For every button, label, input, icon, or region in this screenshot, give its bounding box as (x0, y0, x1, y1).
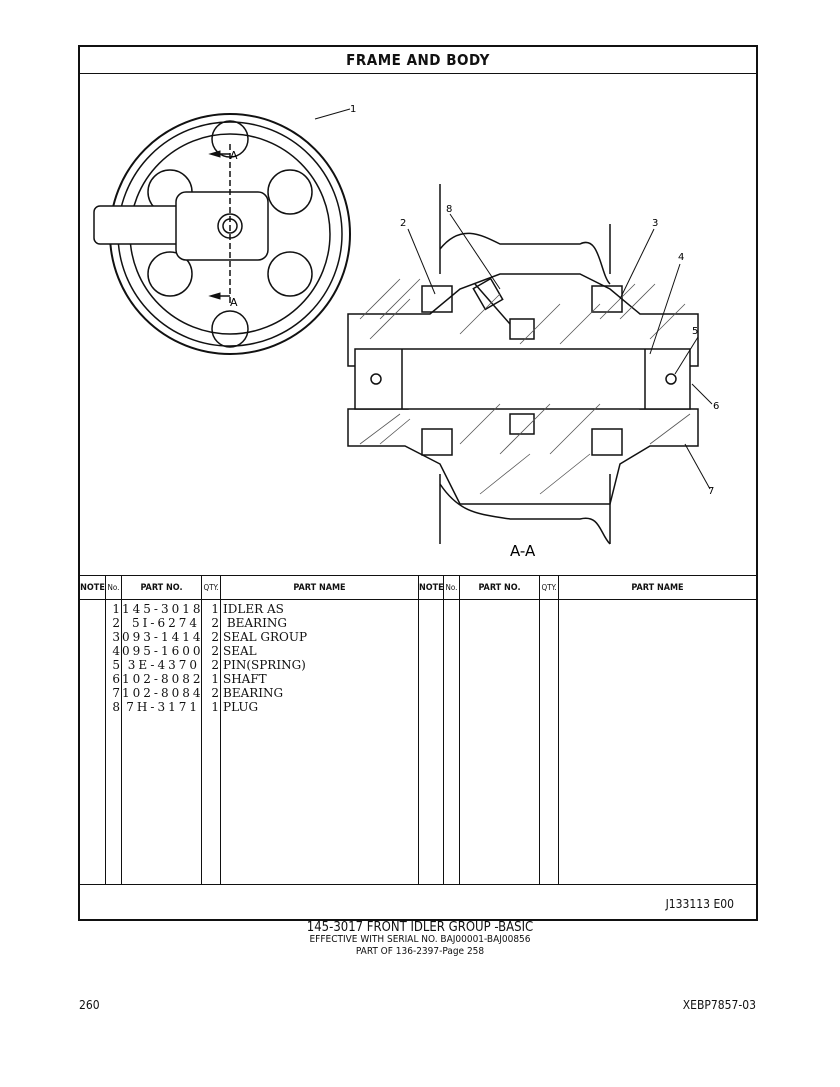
section-title: FRAME AND BODY (80, 47, 756, 74)
quantity: 1 (211, 602, 219, 616)
parent-reference: PART OF 136-2397-Page 258 (355, 946, 485, 957)
quantity: 2 (211, 630, 219, 644)
part-name: IDLER AS (223, 602, 284, 616)
header-qty: QTY. (202, 576, 221, 600)
part-number: 145-3018 (122, 602, 204, 616)
callout-1: 1 (350, 104, 356, 115)
drawing-code: J133113 E00 (665, 897, 734, 911)
part-number: 102-8082 (122, 672, 204, 686)
part-number: 093-1414 (122, 630, 204, 644)
item-number: 5 (112, 658, 120, 672)
callout-5: 5 (692, 326, 698, 337)
section-view-label: A-A (510, 542, 536, 560)
item-number: 7 (112, 686, 120, 700)
callout-2: 2 (400, 218, 406, 229)
quantity: 1 (211, 672, 219, 686)
parts-list-table: NOTE No. PART NO. QTY. PART NAME NOTE No… (80, 576, 756, 884)
callout-3: 3 (652, 218, 658, 229)
part-name: BEARING (223, 616, 287, 630)
header-no-right: No. (444, 576, 460, 600)
item-number: 4 (112, 644, 120, 658)
page-number: 260 (79, 998, 100, 1012)
callout-4: 4 (678, 252, 684, 263)
quantity: 2 (211, 644, 219, 658)
parts-page-frame: FRAME AND BODY (78, 45, 758, 921)
quantity: 2 (211, 616, 219, 630)
header-part-no: PART NO. (122, 576, 202, 600)
item-number: 2 (112, 616, 120, 630)
quantity: 2 (211, 658, 219, 672)
header-part-no-right: PART NO. (460, 576, 540, 600)
part-number: 095-1600 (122, 644, 204, 658)
part-number: 5I-6274 (132, 616, 200, 630)
document-code: XEBP7857-03 (682, 998, 756, 1012)
drawing-code-row: J133113 E00 (80, 884, 756, 920)
callout-6: 6 (713, 401, 719, 412)
serial-effectivity: EFFECTIVE WITH SERIAL NO. BAJ00001-BAJ00… (309, 934, 531, 945)
header-part-name-right: PART NAME (559, 576, 756, 600)
callout-7: 7 (708, 486, 714, 497)
section-marker-bottom: A (230, 296, 238, 309)
header-note: NOTE (80, 576, 106, 600)
part-number: 3E-4370 (127, 658, 200, 672)
parts-illustration: 1 2 3 4 5 6 7 8 A A A-A (80, 74, 756, 576)
header-qty-right: QTY. (540, 576, 559, 600)
part-number: 102-8084 (122, 686, 204, 700)
header-part-name: PART NAME (221, 576, 419, 600)
item-number: 1 (112, 602, 120, 616)
item-number: 6 (112, 672, 120, 686)
quantity: 2 (211, 686, 219, 700)
header-note-right: NOTE (419, 576, 444, 600)
section-marker-top: A (230, 149, 238, 162)
part-name: SEAL GROUP (223, 630, 308, 644)
part-name: SEAL (223, 644, 257, 658)
part-name: PIN(SPRING) (223, 658, 306, 672)
part-name: BEARING (223, 686, 284, 700)
part-name: SHAFT (223, 672, 267, 686)
header-no: No. (106, 576, 122, 600)
idler-drawing: 1 2 3 4 5 6 7 8 A A A-A (93, 104, 719, 560)
part-number: 7H-3171 (126, 700, 200, 714)
quantity: 1 (211, 700, 219, 714)
item-number: 3 (112, 630, 120, 644)
callout-8: 8 (446, 204, 452, 215)
group-title: 145-3017 FRONT IDLER GROUP -BASIC (306, 920, 534, 935)
part-name: PLUG (223, 700, 259, 714)
item-number: 8 (112, 700, 120, 714)
